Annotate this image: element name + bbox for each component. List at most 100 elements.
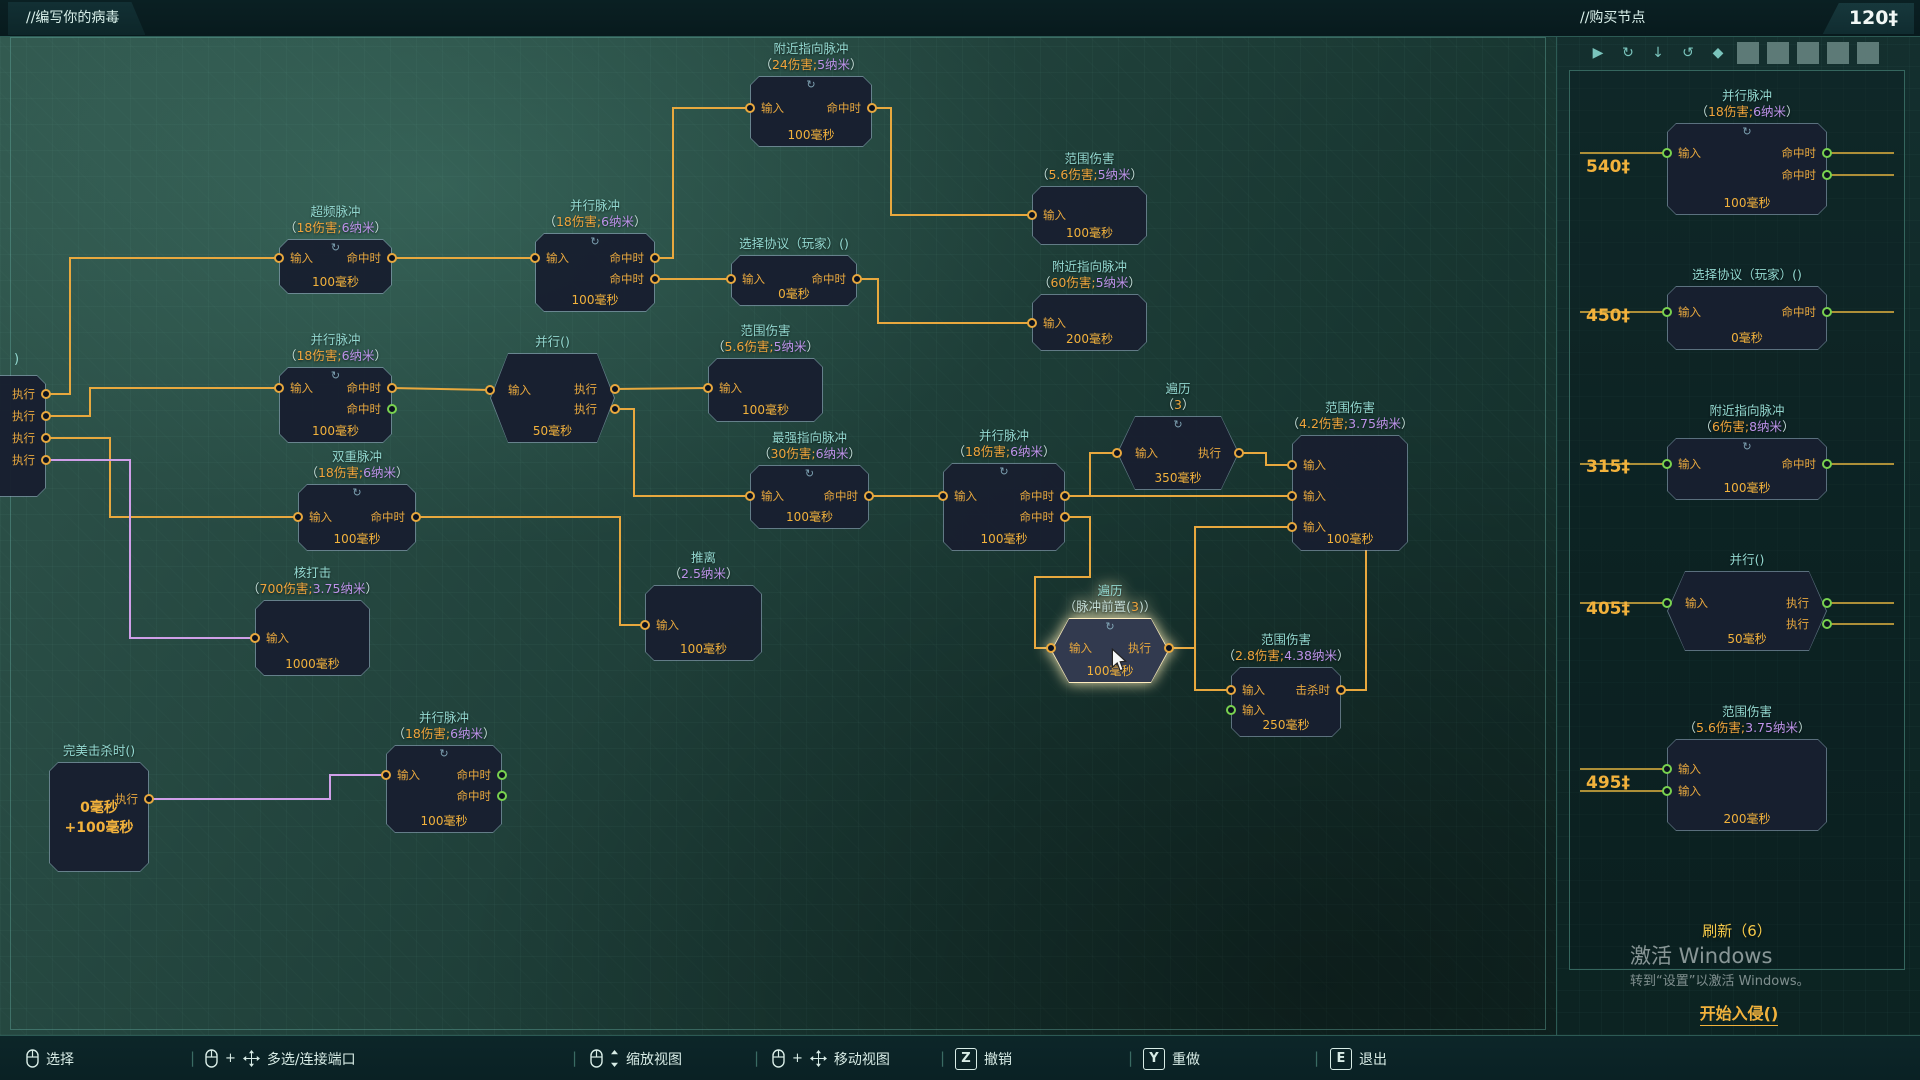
port-output[interactable] <box>1822 148 1832 158</box>
port-output[interactable] <box>1822 619 1832 629</box>
port-input[interactable] <box>274 253 284 263</box>
port-input[interactable] <box>1287 460 1297 470</box>
shop-filter-slot-9[interactable] <box>1827 42 1849 64</box>
port-output[interactable] <box>497 791 507 801</box>
port-input[interactable] <box>1027 210 1037 220</box>
port-output[interactable] <box>144 794 154 804</box>
port-output[interactable] <box>1060 491 1070 501</box>
port-output[interactable] <box>650 274 660 284</box>
shop-filter-icon-5[interactable]: ◆ <box>1712 45 1724 61</box>
port-input[interactable] <box>485 385 495 395</box>
port-output[interactable] <box>1822 307 1832 317</box>
port-output[interactable] <box>387 404 397 414</box>
shop-filter-icon-2[interactable]: ↻ <box>1622 45 1634 61</box>
port-input[interactable] <box>1287 522 1297 532</box>
refresh-button[interactable]: 刷新（6） <box>1702 922 1772 940</box>
port-input[interactable] <box>745 491 755 501</box>
port-input[interactable] <box>1027 318 1037 328</box>
port-output[interactable] <box>411 512 421 522</box>
port-output[interactable] <box>387 253 397 263</box>
port-output[interactable] <box>387 383 397 393</box>
port-output[interactable] <box>41 389 51 399</box>
port-input[interactable] <box>1662 598 1672 608</box>
port-output[interactable] <box>1234 448 1244 458</box>
start-intrusion-button[interactable]: 开始入侵() <box>1639 1000 1839 1026</box>
port-input[interactable] <box>1662 786 1672 796</box>
port-input[interactable] <box>1662 148 1672 158</box>
shop-filter-icon-4[interactable]: ↺ <box>1682 45 1694 61</box>
port-input[interactable] <box>1226 705 1236 715</box>
port-input[interactable] <box>1662 459 1672 469</box>
port-output[interactable] <box>1060 512 1070 522</box>
port-output[interactable] <box>1822 170 1832 180</box>
port-input[interactable] <box>640 620 650 630</box>
shop-filter-slot-8[interactable] <box>1797 42 1819 64</box>
shop-filter-slot-10[interactable] <box>1857 42 1879 64</box>
port-output[interactable] <box>1822 598 1832 608</box>
port-input[interactable] <box>530 253 540 263</box>
port-input[interactable] <box>1046 643 1056 653</box>
port-output[interactable] <box>41 433 51 443</box>
port-input[interactable] <box>381 770 391 780</box>
shop-filter-slot-7[interactable] <box>1767 42 1789 64</box>
port-output[interactable] <box>497 770 507 780</box>
shop-filter-icon-3[interactable]: ↓ <box>1652 45 1664 61</box>
port-input[interactable] <box>1287 491 1297 501</box>
port-input[interactable] <box>703 383 713 393</box>
port-input[interactable] <box>726 274 736 284</box>
port-input[interactable] <box>1662 764 1672 774</box>
port-input[interactable] <box>938 491 948 501</box>
port-input[interactable] <box>1112 448 1122 458</box>
shop-filter-icon-1[interactable]: ▶ <box>1592 45 1604 61</box>
port-output[interactable] <box>867 103 877 113</box>
port-input[interactable] <box>1226 685 1236 695</box>
port-input[interactable] <box>745 103 755 113</box>
port-output[interactable] <box>610 404 620 414</box>
port-input[interactable] <box>274 383 284 393</box>
port-output[interactable] <box>852 274 862 284</box>
port-output[interactable] <box>41 411 51 421</box>
start-node-partial[interactable]: 执行执行执行执行 <box>0 375 51 497</box>
shop-filter-slot-6[interactable] <box>1737 42 1759 64</box>
port-output[interactable] <box>1336 685 1346 695</box>
port-input[interactable] <box>250 633 260 643</box>
port-output[interactable] <box>1822 459 1832 469</box>
port-output[interactable] <box>864 491 874 501</box>
port-input[interactable] <box>1662 307 1672 317</box>
port-output[interactable] <box>41 455 51 465</box>
port-output[interactable] <box>610 384 620 394</box>
port-output[interactable] <box>650 253 660 263</box>
port-output[interactable] <box>1164 643 1174 653</box>
